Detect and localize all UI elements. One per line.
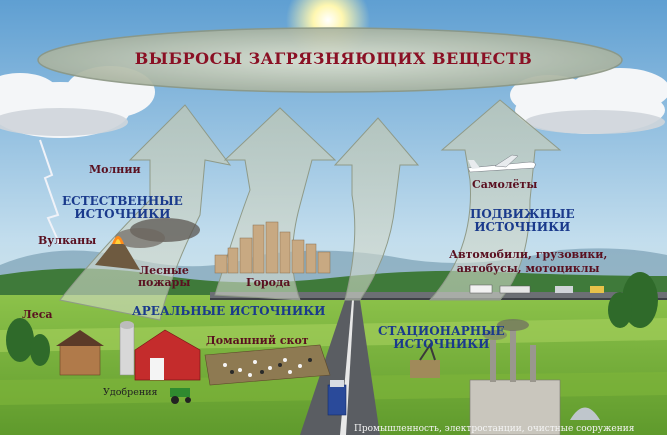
volcano-icon: [95, 218, 200, 270]
lightning-label: Молнии: [89, 163, 141, 176]
forest-fires-label: Лесные пожары: [138, 265, 190, 289]
vehicles-label: Автомобили, грузовики, автобусы, мотоцик…: [449, 248, 607, 276]
vehicles-line2: автобусы, мотоциклы: [456, 262, 600, 275]
main-title: ВЫБРОСЫ ЗАГРЯЗНЯЮЩИХ ВЕЩЕСТВ: [134, 49, 533, 68]
mobile-sources-heading: ПОДВИЖНЫЕ ИСТОЧНИКИ: [470, 208, 575, 234]
industry-icon: [410, 319, 600, 435]
truck-icon: [327, 380, 347, 416]
mobile-heading-line1: ПОДВИЖНЫЕ: [470, 207, 575, 221]
livestock-icon: [204, 344, 331, 386]
farm: [56, 321, 201, 381]
natural-heading-line2: ИСТОЧНИКИ: [74, 207, 171, 221]
vehicles-line1: Автомобили, грузовики,: [449, 248, 608, 261]
cities-label: Города: [246, 276, 291, 289]
natural-sources-heading: ЕСТЕСТВЕННЫЕ ИСТОЧНИКИ: [62, 195, 183, 221]
fires-line2: пожары: [138, 276, 191, 289]
stationary-sources-heading: СТАЦИОНАРНЫЕ ИСТОЧНИКИ: [378, 325, 505, 351]
tractor-icon: [170, 388, 191, 404]
mobile-heading-line2: ИСТОЧНИКИ: [474, 220, 571, 234]
stationary-heading-line2: ИСТОЧНИКИ: [393, 337, 490, 351]
stationary-heading-line1: СТАЦИОНАРНЫЕ: [378, 324, 505, 338]
city-icon: [214, 221, 331, 274]
emission-arrows: [59, 99, 562, 321]
forests-label: Леса: [22, 308, 53, 321]
areal-sources-heading: АРЕАЛЬНЫЕ ИСТОЧНИКИ: [132, 304, 326, 318]
highway-vehicles: [469, 284, 604, 294]
lightning-icon: [39, 139, 61, 246]
airplane-icon: [467, 154, 536, 173]
trees: [6, 272, 658, 366]
fires-line1: Лесные: [139, 264, 189, 277]
fertilizers-label: Удобрения: [103, 387, 158, 398]
emissions-oval: [37, 27, 623, 93]
natural-heading-line1: ЕСТЕСТВЕННЫЕ: [62, 194, 183, 208]
industry-label: Промышленность, электростанции, очистные…: [354, 424, 635, 434]
volcanoes-label: Вулканы: [38, 234, 97, 247]
road: [300, 300, 380, 435]
planes-label: Самолёты: [472, 178, 538, 191]
livestock-label: Домашний скот: [206, 334, 309, 347]
